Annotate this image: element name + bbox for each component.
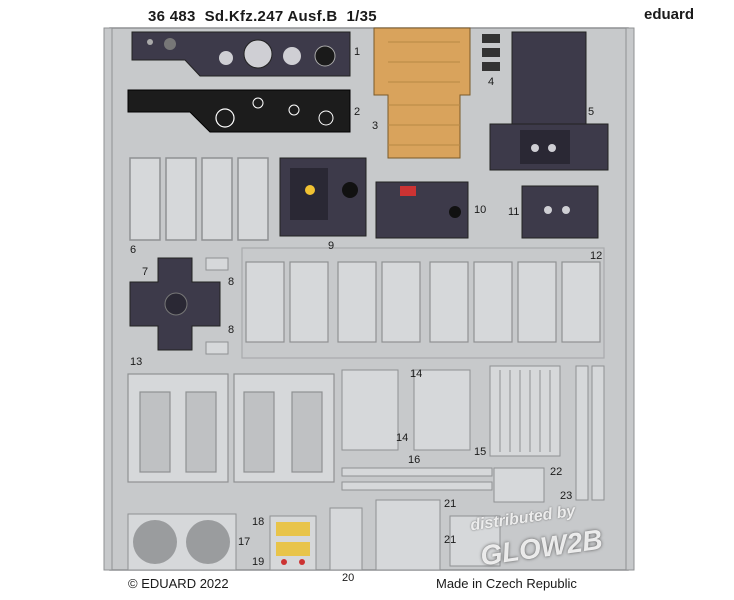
part-1-panel xyxy=(131,31,351,77)
part-number: 14 xyxy=(410,368,423,380)
part-number: 4 xyxy=(488,76,495,88)
part-18-19 xyxy=(269,515,317,571)
part-number: 15 xyxy=(474,446,487,458)
part-16-rods xyxy=(341,467,493,491)
part-2-panel xyxy=(127,89,351,133)
part-20-strips xyxy=(329,507,363,571)
origin-label: Made in Czech Republic xyxy=(436,576,577,591)
part-6-frames xyxy=(129,157,269,241)
part-number: 2 xyxy=(354,106,361,118)
brand-logo: eduard xyxy=(644,6,695,23)
part-number: 11 xyxy=(508,206,520,218)
part-23-strips xyxy=(575,365,605,501)
part-number: 3 xyxy=(372,120,379,132)
part-number: 13 xyxy=(130,356,143,368)
part-number: 8 xyxy=(228,276,235,288)
part-number: 8 xyxy=(228,324,235,336)
part-number: 22 xyxy=(550,466,563,478)
part-8-clip-top xyxy=(205,257,229,271)
part-13-frames xyxy=(127,373,335,483)
part-10-panel xyxy=(375,181,469,239)
part-number: 10 xyxy=(474,204,487,216)
part-number: 1 xyxy=(354,46,361,58)
kit-title: 36 483 Sd.Kfz.247 Ausf.B 1/35 xyxy=(148,8,377,25)
part-7-cross xyxy=(129,257,221,351)
part-17-mesh xyxy=(127,513,237,571)
kit-number: 36 483 xyxy=(148,8,196,25)
part-number: 14 xyxy=(396,432,409,444)
part-15-slats xyxy=(489,365,561,457)
part-21-strips xyxy=(375,499,501,571)
part-number: 16 xyxy=(408,454,421,466)
part-number: 6 xyxy=(130,244,137,256)
fret-notch-right xyxy=(625,27,635,571)
copyright: © EDUARD 2022 xyxy=(128,576,229,591)
part-number: 17 xyxy=(238,536,251,548)
part-4-grids xyxy=(482,34,500,71)
part-12-frames xyxy=(241,247,605,359)
part-number: 5 xyxy=(588,106,595,118)
part-number: 21 xyxy=(444,534,457,546)
part-number: 21 xyxy=(444,498,457,510)
part-3-wood-floor xyxy=(373,27,471,159)
part-number: 7 xyxy=(142,266,149,278)
part-number: 19 xyxy=(252,556,265,568)
part-number: 12 xyxy=(590,250,603,262)
part-9-radio xyxy=(279,157,367,237)
part-22-part xyxy=(493,467,545,503)
kit-name: Sd.Kfz.247 Ausf.B xyxy=(204,8,338,25)
part-14-brackets xyxy=(341,369,471,451)
part-number: 9 xyxy=(328,240,335,252)
part-number: 20 xyxy=(342,572,355,584)
part-8-clip-bottom xyxy=(205,341,229,355)
part-number: 23 xyxy=(560,490,573,502)
kit-scale: 1/35 xyxy=(346,8,377,25)
part-5-panel xyxy=(489,31,609,171)
part-number: 18 xyxy=(252,516,265,528)
part-11-panel xyxy=(521,185,599,239)
fret-notch-left xyxy=(103,27,113,571)
